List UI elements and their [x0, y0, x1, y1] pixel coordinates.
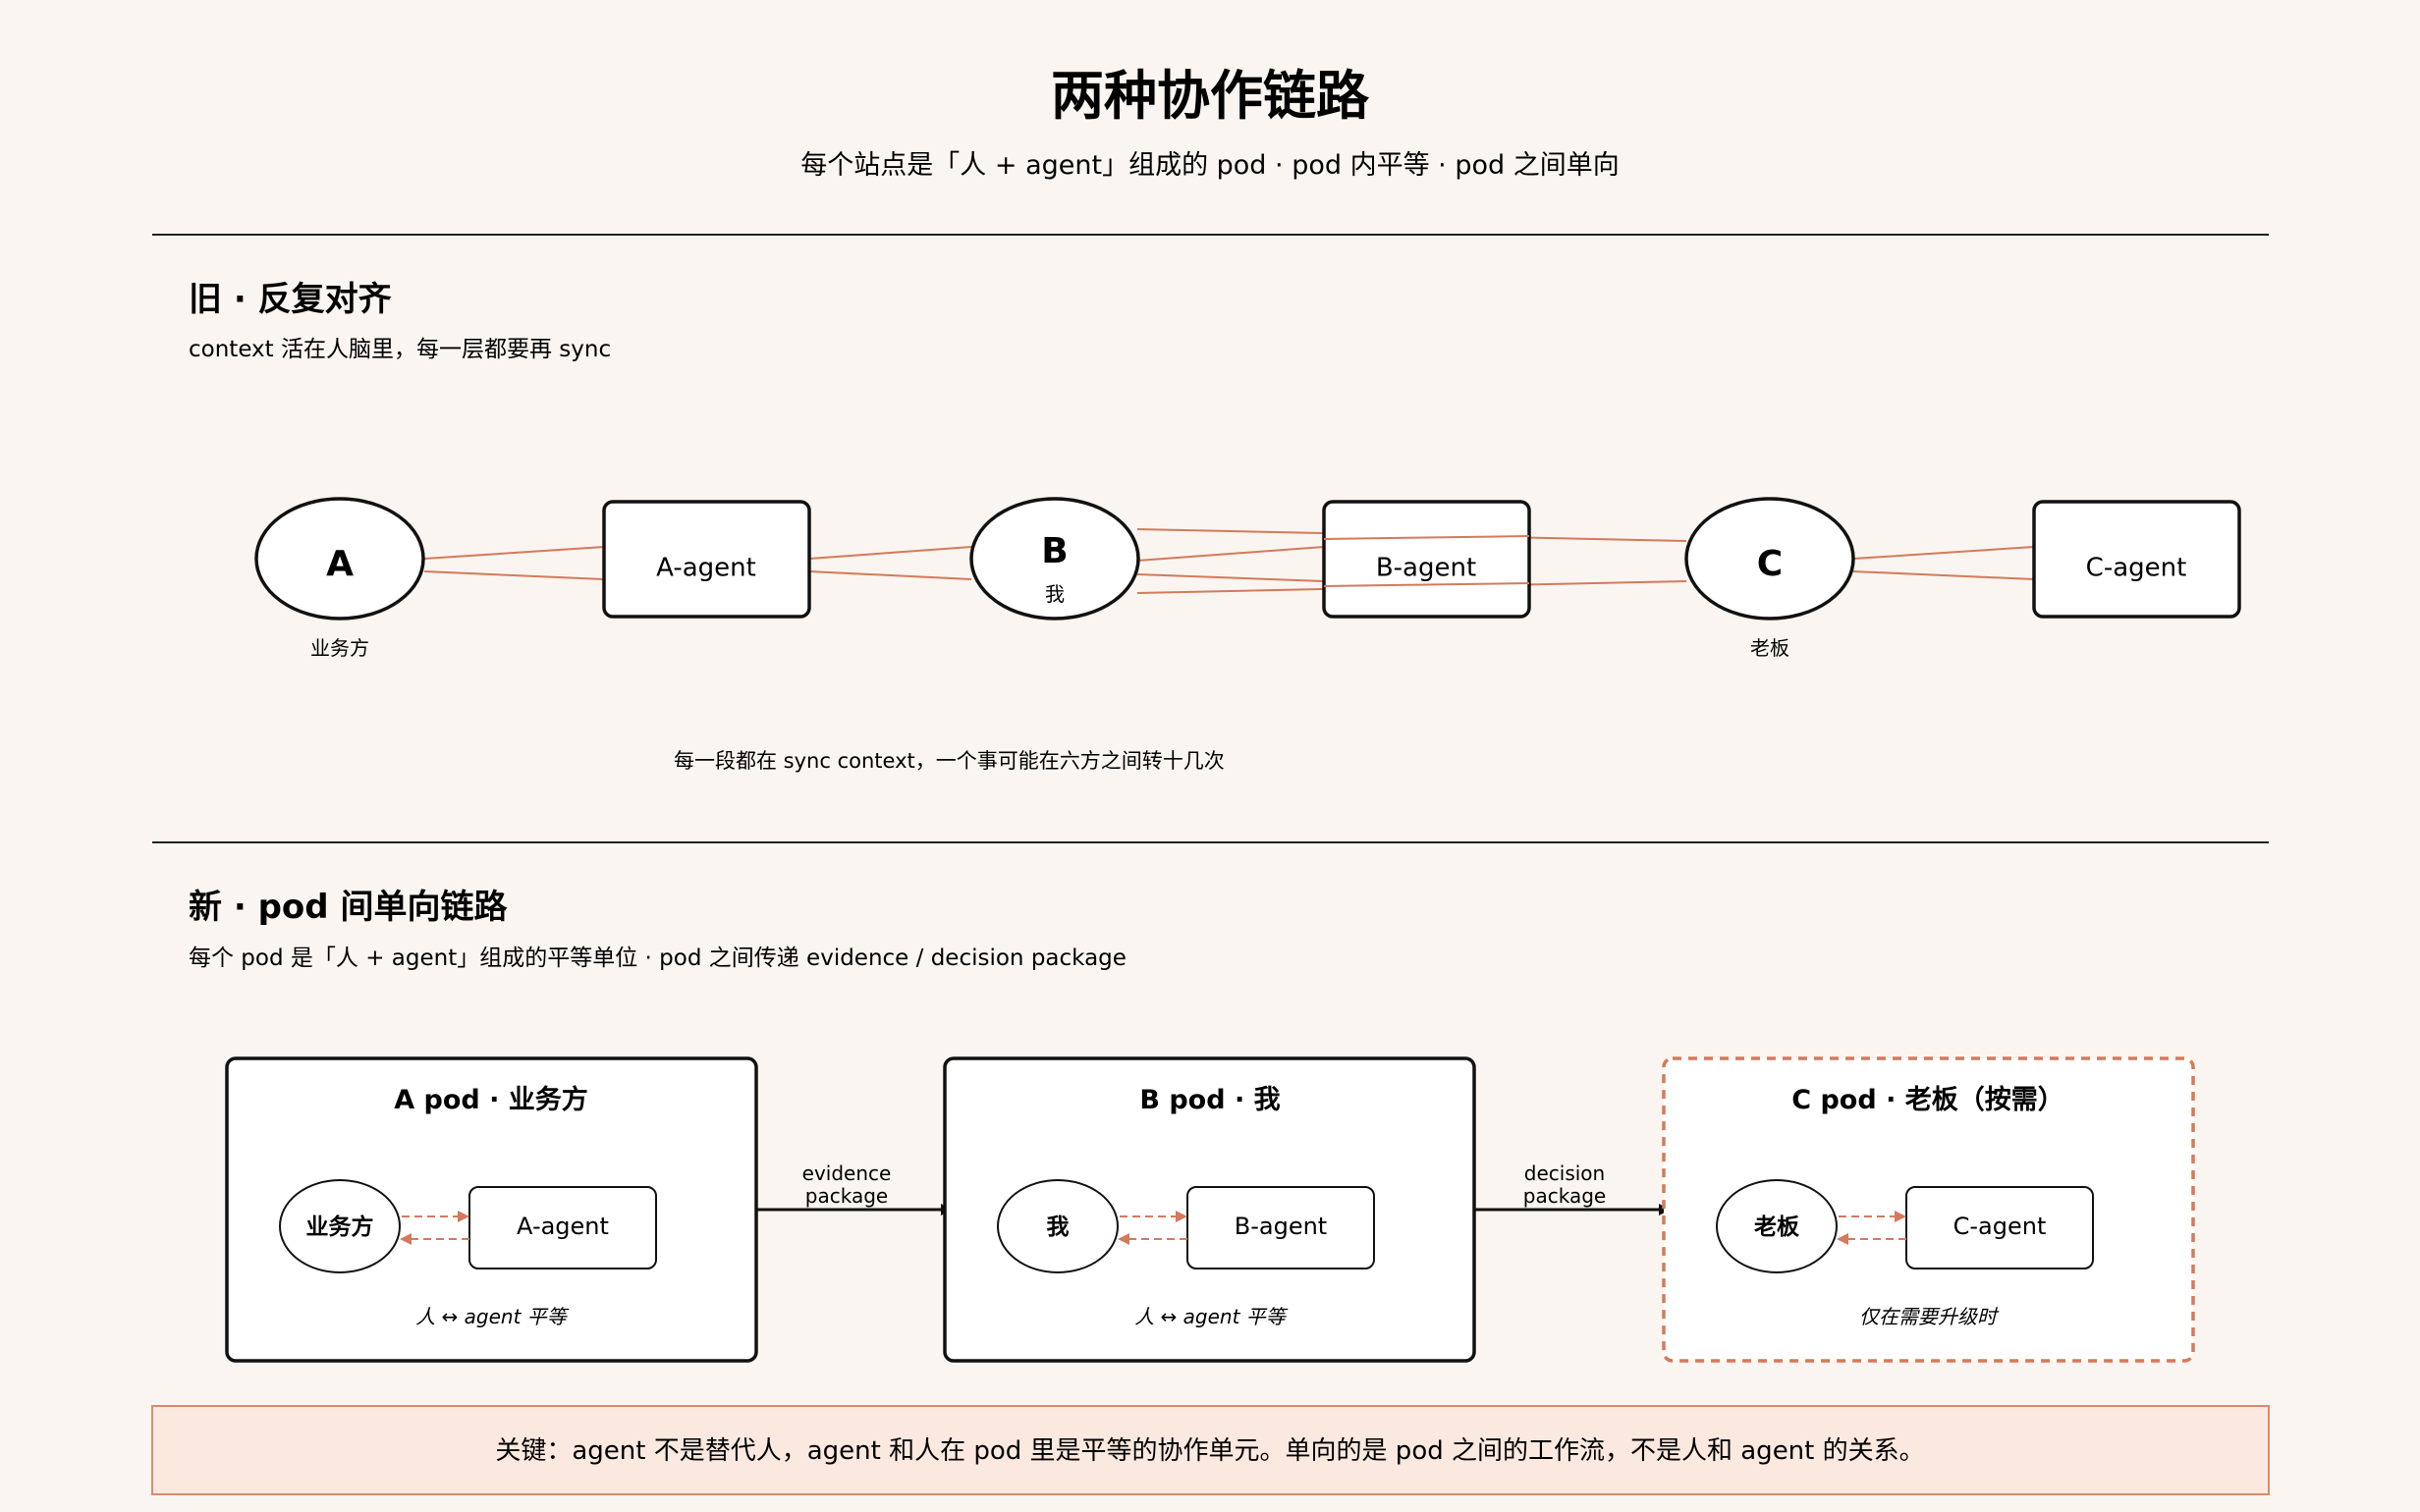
old-node-a: A [254, 497, 425, 621]
old-node-c: C [1684, 497, 1855, 621]
pod-a-note: 人 ↔ agent 平等 [415, 1305, 570, 1328]
pod-a-person [279, 1179, 401, 1273]
pod-c-title: C pod · 老板（按需） [1791, 1084, 2063, 1115]
arrow-decision: decision package [1474, 1161, 1671, 1215]
new-section-title: 新 · pod 间单向链路 [189, 888, 508, 927]
arrow-decision-line1: decision [1524, 1161, 1605, 1185]
old-node-b: B 我 [969, 497, 1140, 621]
pod-a-person-label: 业务方 [306, 1214, 374, 1240]
old-box-a-agent-label: A-agent [656, 554, 756, 583]
pod-c-person [1716, 1179, 1838, 1273]
old-box-a-agent: A-agent [602, 500, 811, 619]
key-callout: 关键：agent 不是替代人，agent 和人在 pod 里是平等的协作单元。单… [151, 1405, 2270, 1495]
pod-c-note: 仅在需要升级时 [1859, 1305, 2000, 1328]
old-note: 每一段都在 sync context，一个事可能在六方之间转十几次 [674, 749, 1225, 773]
pod-b-person-label: 我 [1047, 1215, 1070, 1240]
pod-c-person-label: 老板 [1753, 1215, 1800, 1240]
old-node-b-inner: 我 [1045, 582, 1065, 606]
pod-b-agent-box [1186, 1186, 1375, 1269]
old-sync-lines-over [1323, 535, 1530, 587]
old-node-c-caption: 老板 [1750, 636, 1789, 660]
page-title: 两种协作链路 [1051, 65, 1370, 127]
pod-b-note: 人 ↔ agent 平等 [1134, 1305, 1289, 1328]
pod-c-agent-box [1905, 1186, 2094, 1269]
pod-a: A pod · 业务方 业务方 A-agent 人 ↔ agent 平等 [225, 1056, 758, 1363]
pod-b-agent-label: B-agent [1235, 1213, 1327, 1240]
old-section-title: 旧 · 反复对齐 [189, 280, 392, 319]
page-subtitle: 每个站点是「人 + agent」组成的 pod · pod 内平等 · pod … [800, 150, 1619, 181]
old-node-c-label: C [1757, 544, 1783, 584]
old-node-a-label: A [326, 544, 354, 584]
old-node-a-caption: 业务方 [310, 636, 369, 660]
arrow-evidence-line1: evidence [802, 1161, 892, 1185]
old-box-c-agent-label: C-agent [2086, 554, 2187, 583]
pod-a-title: A pod · 业务方 [394, 1084, 588, 1115]
pod-c: C pod · 老板（按需） 老板 C-agent 仅在需要升级时 [1662, 1056, 2195, 1363]
pod-a-agent-box [468, 1186, 657, 1269]
old-box-b-agent-label: B-agent [1376, 554, 1476, 583]
old-node-b-label: B [1041, 531, 1068, 571]
pod-a-agent-label: A-agent [517, 1213, 609, 1240]
key-text: 关键：agent 不是替代人，agent 和人在 pod 里是平等的协作单元。单… [495, 1436, 1924, 1466]
old-box-c-agent: C-agent [2032, 500, 2241, 619]
pod-b: B pod · 我 我 B-agent 人 ↔ agent 平等 [943, 1056, 1476, 1363]
pod-b-person [997, 1179, 1119, 1273]
arrow-decision-line2: package [1523, 1184, 1606, 1208]
pod-c-agent-label: C-agent [1953, 1213, 2047, 1240]
pod-b-title: B pod · 我 [1139, 1085, 1280, 1115]
new-section-subtitle: 每个 pod 是「人 + agent」组成的平等单位 · pod 之间传递 ev… [189, 945, 1127, 971]
arrow-evidence-line2: package [805, 1184, 888, 1208]
old-box-b-agent: B-agent [1322, 500, 1531, 619]
arrow-evidence: evidence package [756, 1161, 953, 1215]
old-section-subtitle: context 活在人脑里，每一层都要再 sync [189, 337, 611, 362]
